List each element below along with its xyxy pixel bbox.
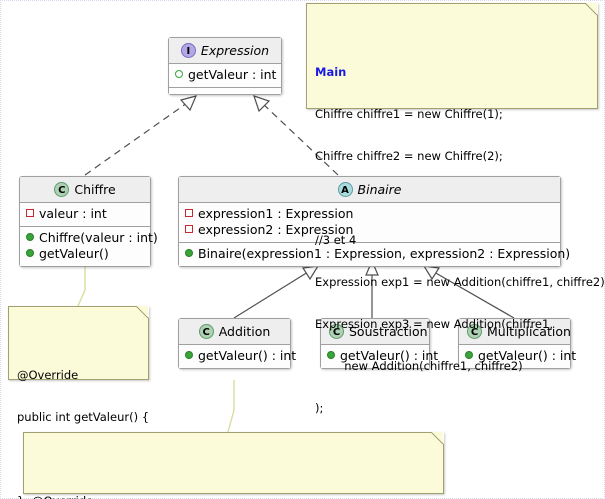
class-box-expression[interactable]: I Expression getValeur : int [168,37,282,95]
class-empty-compartment-expression [169,88,281,94]
note-fold-corner-icon [137,306,149,318]
class-name-expression: Expression [200,43,270,58]
class-name-addition: Addition [218,324,271,339]
member-label: getValeur() [39,246,109,261]
member-label: expression1 : Expression [198,206,354,221]
note-addition-line: @Override [32,494,435,499]
class-name-soustraction: Soustraction [349,324,428,339]
note-main-line: new Addition(chiffre1, chiffre2) [315,359,523,373]
member-label: getValeur() : int [478,348,577,363]
class-box-binaire[interactable]: A Binaire expression1 : Expression expres… [178,176,570,267]
class-badge: C [467,324,482,339]
class-fields-binaire: expression1 : Expression expression2 : E… [179,203,560,243]
visibility-marker-private-icon [185,209,193,217]
class-header-expression: I Expression [169,38,281,64]
class-header-addition: C Addition [179,319,290,345]
visibility-marker-public-icon [185,351,193,359]
member-label: Chiffre(valeur : int) [39,230,158,245]
class-badge: C [198,324,214,339]
class-methods-binaire: Binaire(expression1 : Expression, expres… [179,243,570,266]
class-fields-chiffre: valeur : int [20,203,150,227]
visibility-marker-public-icon [175,70,183,78]
member-label: getValeur : int [188,67,277,82]
member-label: expression2 : Expression [198,222,354,237]
class-name-multiplication: Multiplication [487,324,571,339]
class-name-binaire: Binaire [357,182,402,197]
member-label: Binaire(expression1 : Expression, expres… [198,246,571,261]
class-badge: C [54,182,70,197]
member-row: getValeur : int [175,67,277,83]
member-row: getValeur() : int [185,348,296,364]
note-main-line: Expression exp3 = new Addition(chiffre1, [315,317,553,331]
class-methods-soustraction: getValeur() : int [321,345,438,368]
member-row: Binaire(expression1 : Expression, expres… [185,246,570,262]
abstract-badge: A [337,182,353,197]
note-main-line: //3 et 4 [315,233,357,247]
note-main[interactable]: Main Chiffre chiffre1 = new Chiffre(1); … [306,3,605,415]
visibility-marker-public-icon [327,351,335,359]
note-main-line: Expression exp1 = new Addition(chiffre1,… [315,275,605,289]
note-chiffre-line: public int getValeur() { [17,410,150,424]
note-fold-corner-icon [586,3,598,15]
generalization-addition-binaire [233,265,320,319]
visibility-marker-public-icon [26,249,34,257]
class-header-multiplication: C Multiplication [459,319,571,345]
member-label: getValeur() : int [340,348,439,363]
class-methods-expression: getValeur : int [169,64,281,88]
class-methods-multiplication: getValeur() : int [459,345,576,368]
member-row: getValeur() : int [327,348,438,364]
visibility-marker-private-icon [185,225,193,233]
class-box-multiplication[interactable]: C Multiplication getValeur() : int [458,318,576,369]
realization-chiffre-expression [84,95,198,176]
visibility-marker-public-icon [185,249,193,257]
member-row: getValeur() [26,246,144,262]
visibility-marker-public-icon [465,351,473,359]
class-name-chiffre: Chiffre [74,182,116,197]
note-main-title: Main [315,65,347,79]
member-row: expression1 : Expression [185,206,554,222]
note-main-line: Chiffre chiffre2 = new Chiffre(2); [315,149,503,163]
class-badge: C [329,324,344,339]
member-label: valeur : int [39,206,107,221]
class-methods-chiffre: Chiffre(valeur : int) getValeur() [20,227,158,266]
class-methods-addition: getValeur() : int [179,345,296,368]
note-fold-corner-icon [432,432,444,444]
note-main-line [315,191,589,205]
class-box-soustraction[interactable]: C Soustraction getValeur() : int [320,318,438,369]
note-main-line: Chiffre chiffre1 = new Chiffre(1); [315,107,503,121]
note-addition-override[interactable]: @Override public int getValeur() { retur… [23,432,444,499]
note-chiffre-line: @Override [17,368,79,382]
class-box-addition[interactable]: C Addition getValeur() : int [178,318,296,369]
class-box-chiffre[interactable]: C Chiffre valeur : int Chiffre(valeur : i… [19,176,158,267]
member-label: getValeur() : int [198,348,297,363]
class-header-soustraction: C Soustraction [321,319,429,345]
member-row: expression2 : Expression [185,222,554,238]
note-main-line: ); [315,401,324,415]
visibility-marker-public-icon [26,233,34,241]
member-row: valeur : int [26,206,144,222]
member-row: getValeur() : int [465,348,576,364]
note-chiffre-override[interactable]: @Override public int getValeur() { retur… [8,306,149,499]
member-row: Chiffre(valeur : int) [26,230,158,246]
interface-badge: I [180,43,196,58]
class-header-chiffre: C Chiffre [20,177,150,203]
note-chiffre-line: } [17,494,140,499]
visibility-marker-private-icon [26,209,34,217]
note-link-addition [227,380,235,433]
class-header-binaire: A Binaire [179,177,560,203]
